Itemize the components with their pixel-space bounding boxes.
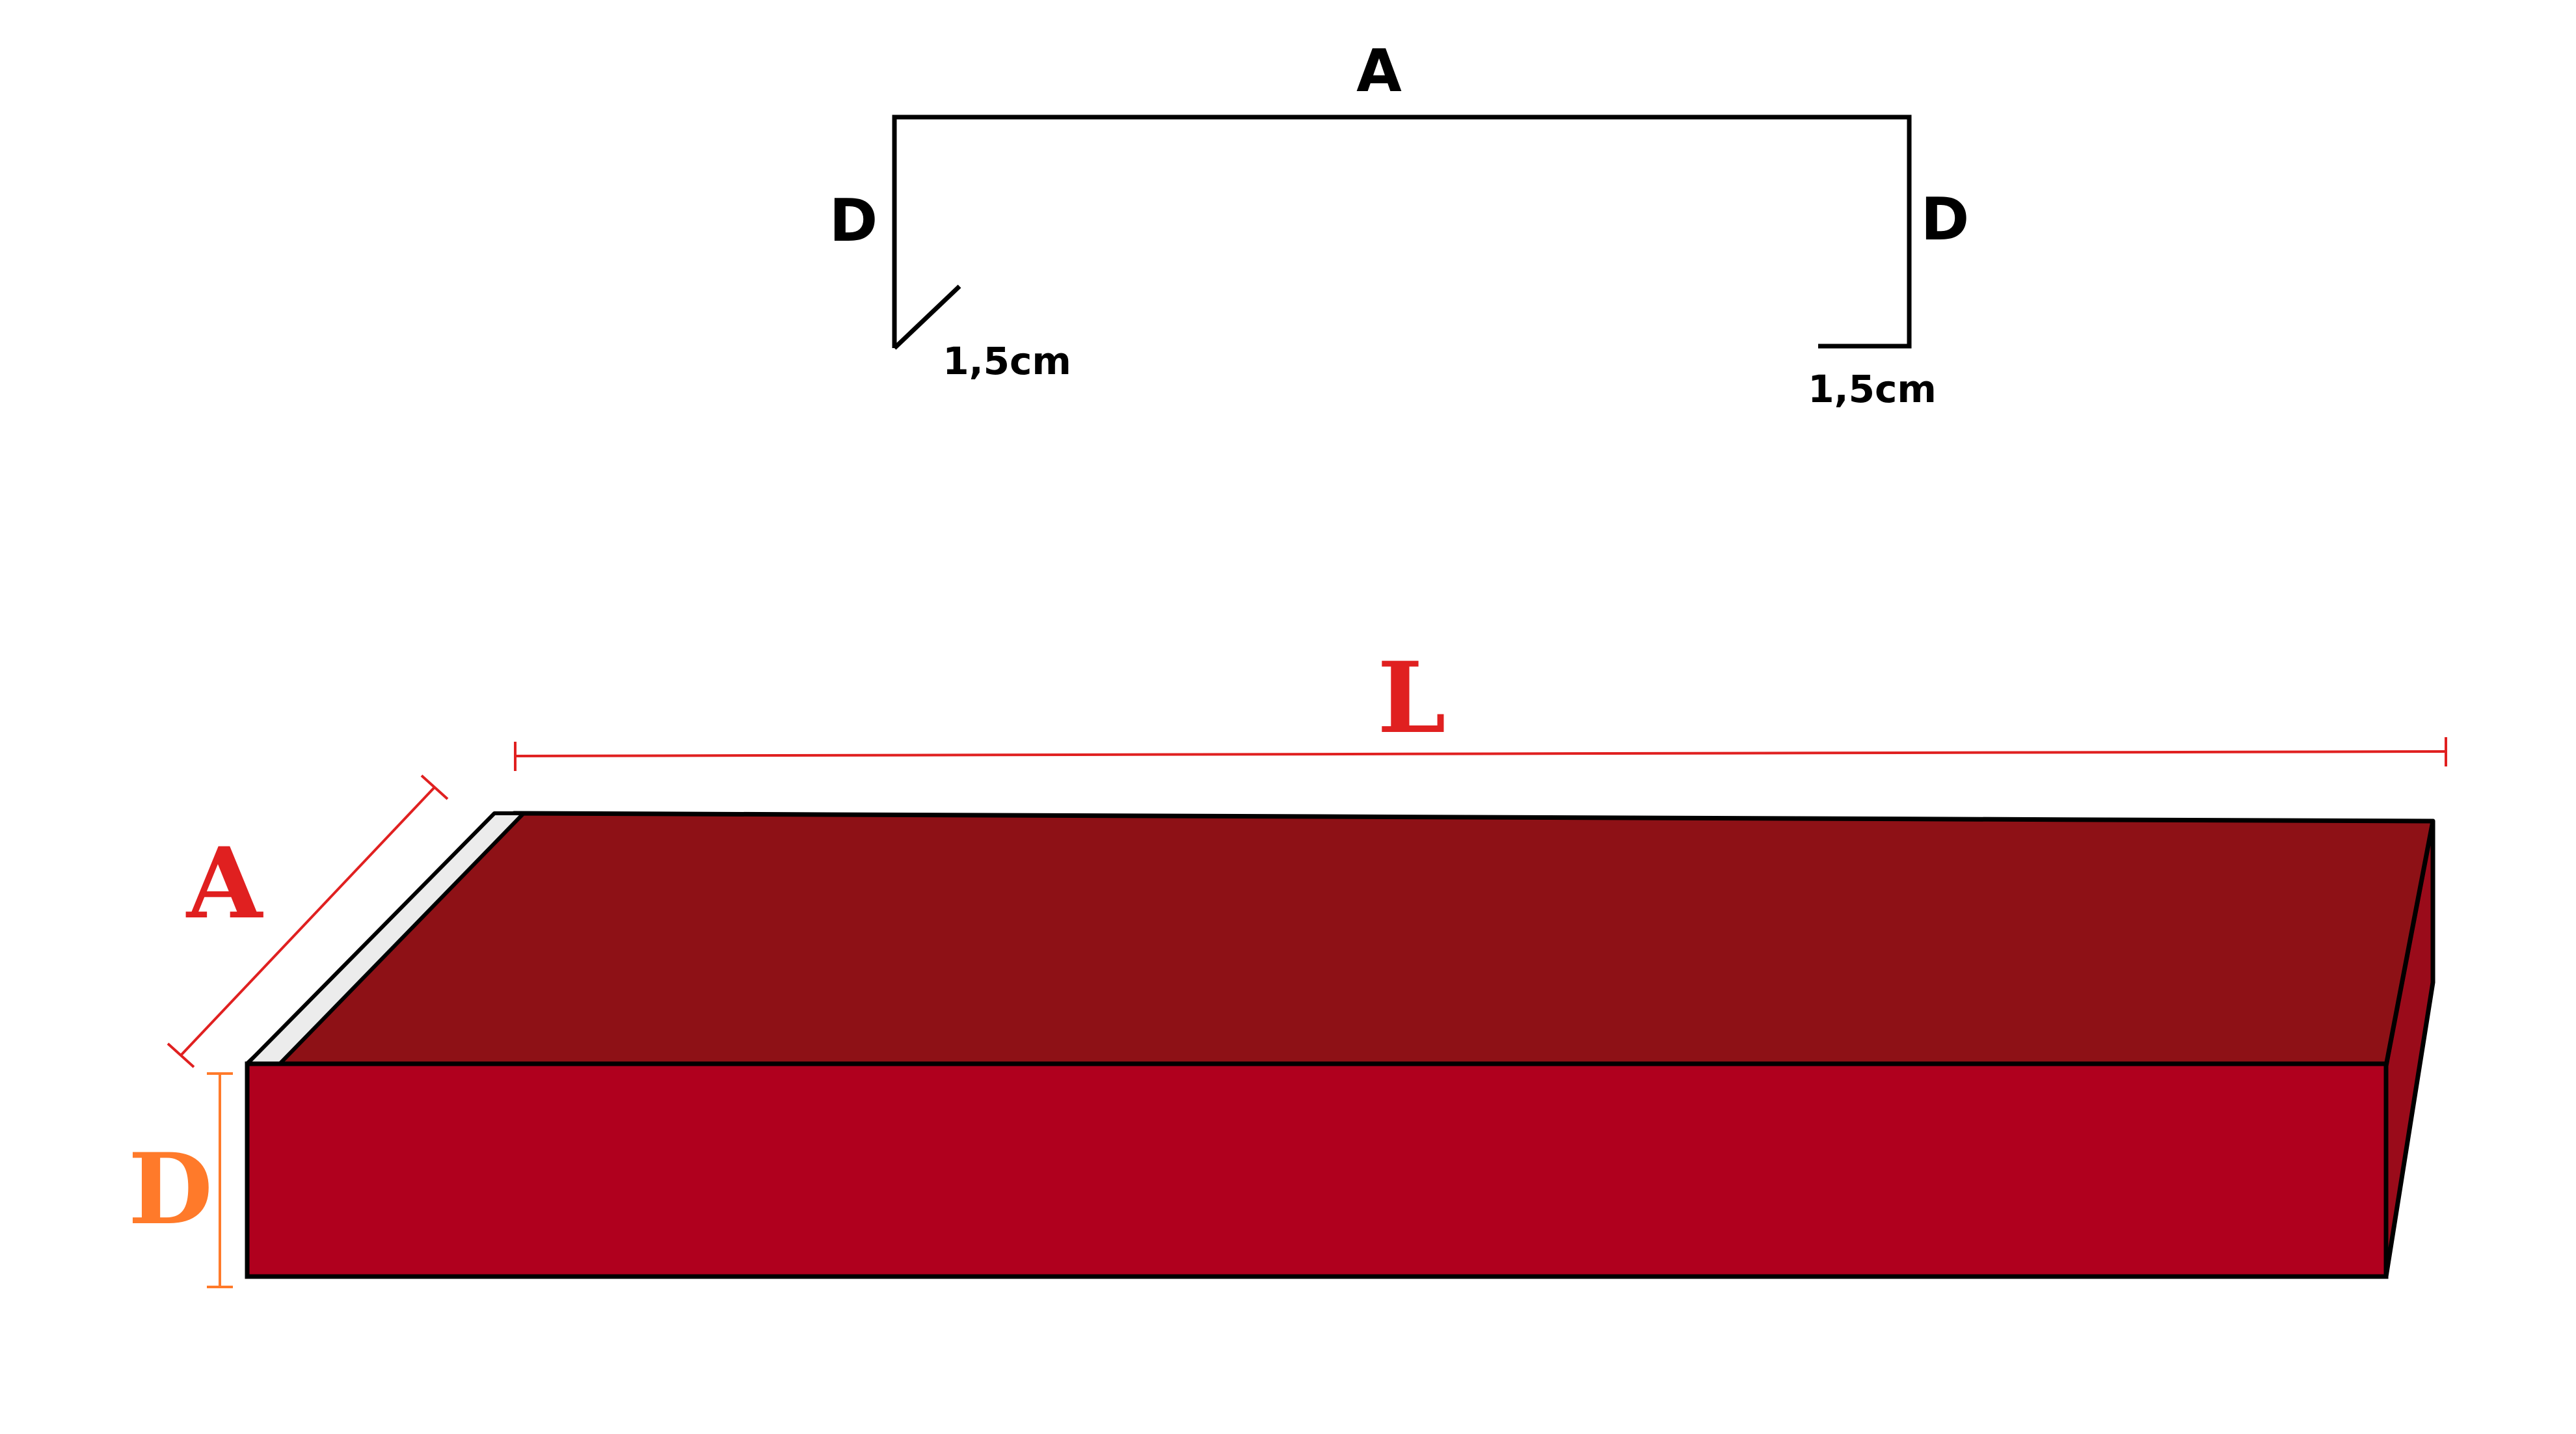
profile-top-label: A <box>1356 37 1402 105</box>
box-top-face <box>245 811 2435 1068</box>
profile-right-label: D <box>1921 185 1970 254</box>
profile-cross-section <box>892 115 1912 350</box>
profile-left-flange-label: 1,5cm <box>943 339 1071 383</box>
length-dimension <box>514 737 2447 771</box>
profile-left-label: D <box>829 187 878 255</box>
width-dimension <box>167 774 449 1068</box>
length-label: L <box>1377 641 1445 755</box>
profile-outline-left <box>892 115 1912 349</box>
profile-left-flange <box>892 284 961 350</box>
shelf-box <box>245 811 2435 1279</box>
profile-right-flange-label: 1,5cm <box>1808 367 1937 411</box>
depth-label: D <box>128 1132 213 1247</box>
depth-dimension <box>207 1072 233 1288</box>
box-front-face <box>245 1061 2389 1279</box>
width-label: A <box>185 826 264 941</box>
